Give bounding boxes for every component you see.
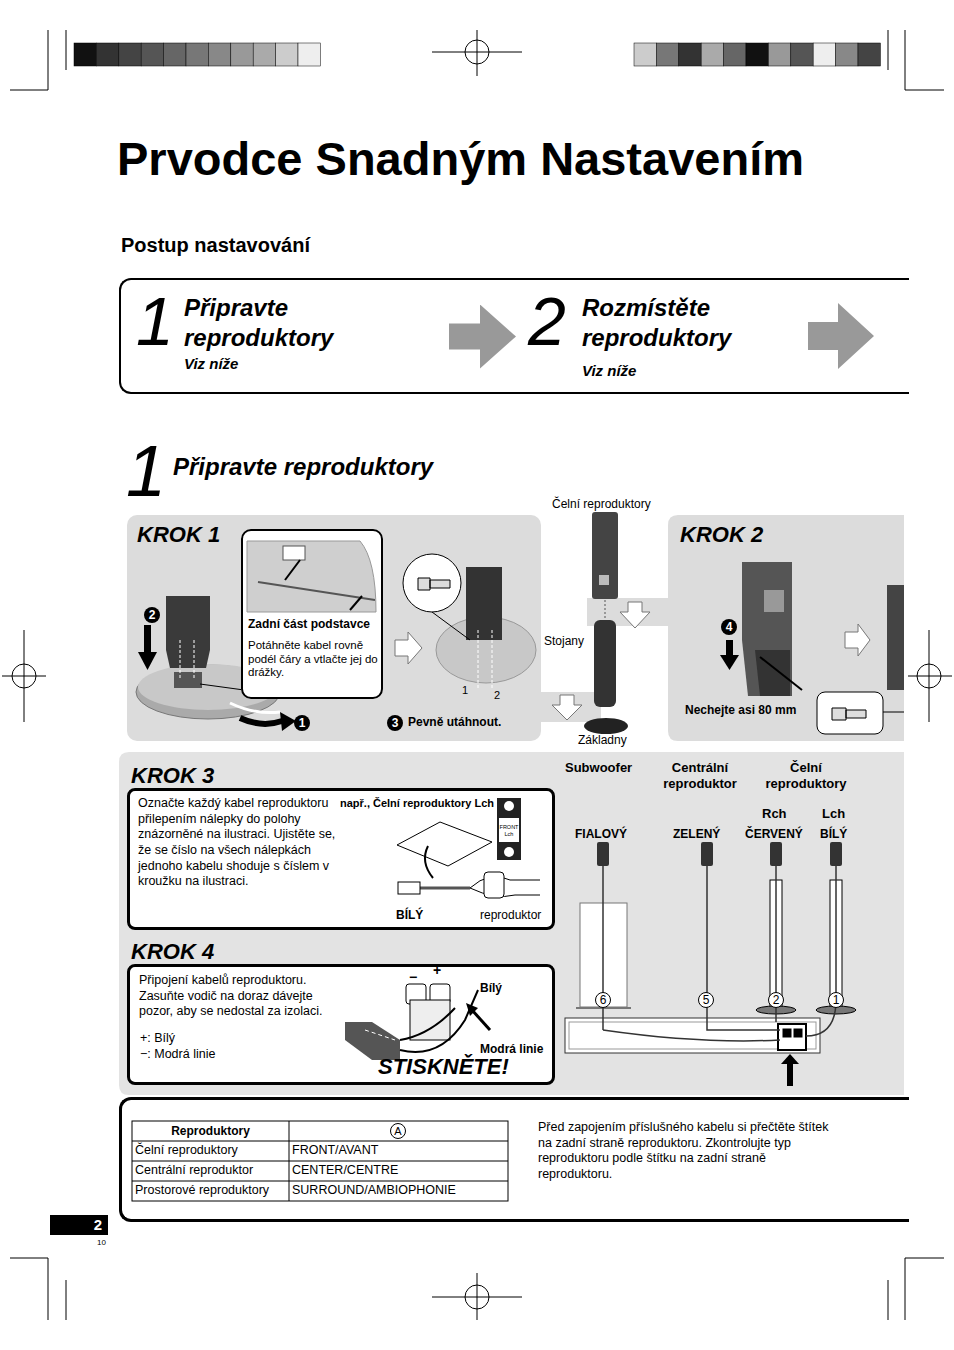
table-cell: Centrální reproduktor xyxy=(135,1163,253,1179)
callout-number: 6 xyxy=(595,992,611,1008)
step-panel: KROK 1 Zadní část podstavcePotáhněte kabe… xyxy=(127,515,541,741)
panel-fill xyxy=(119,752,904,1095)
node-heading: 1 xyxy=(136,279,174,364)
table-cell: Čelní reproduktory xyxy=(135,1143,238,1159)
label-text: Lch xyxy=(822,806,845,822)
label-text: FRONT Lch xyxy=(499,824,519,838)
crop-marks xyxy=(2,30,952,1320)
node-heading: KROK 2 xyxy=(680,521,763,549)
node-heading: Zadní část podstavce xyxy=(248,617,370,632)
node-heading: Postup nastavování xyxy=(121,233,310,258)
panel-fill xyxy=(127,788,555,930)
table-cell: Prostorové reproduktory xyxy=(135,1183,269,1199)
label-text: 10 xyxy=(97,1238,106,1248)
label-text: 2 xyxy=(50,1216,104,1235)
label-text: Bílý xyxy=(480,981,502,996)
label-text: 1 xyxy=(462,684,468,698)
node-text: +: Bílý xyxy=(140,1031,175,1047)
label-text: Připravte reproduktory xyxy=(173,452,433,482)
label-text: ČERVENÝ xyxy=(745,827,803,842)
node-heading: 2 xyxy=(528,279,566,364)
callout-number: 2 xyxy=(768,992,784,1008)
node-heading: KROK 1 xyxy=(137,521,220,549)
terminal-illustration xyxy=(345,984,490,1060)
flow-arrow xyxy=(808,303,874,369)
label-text: Subwoofer xyxy=(565,760,632,776)
callout-number: 1 xyxy=(294,715,310,731)
node-text: Viz níže xyxy=(184,355,238,374)
speaker-system xyxy=(565,842,856,1086)
sticker-illustration xyxy=(397,798,540,898)
label-text: Základny xyxy=(578,733,627,748)
node-text: STISKNĚTE! xyxy=(378,1053,509,1081)
flow-arrow xyxy=(449,324,486,350)
page-number-bar xyxy=(50,1215,108,1235)
label-text: 2 xyxy=(494,689,500,703)
label-text: Nechejte asi 80 mm xyxy=(685,703,796,718)
label-text: Centrální reproduktor xyxy=(652,760,748,793)
step-box: 1Připravte reproduktoryViz níže xyxy=(132,285,447,390)
panel-fill xyxy=(127,515,541,741)
label-text: reproduktor xyxy=(480,908,541,923)
note-box: Před zapojením příslušného kabelu si pře… xyxy=(119,1097,909,1222)
step-box: 2Rozmístěte reproduktoryViz níže xyxy=(520,285,805,390)
table-cell: CENTER/CENTRE xyxy=(292,1163,398,1179)
front-speaker-exploded xyxy=(541,512,668,734)
detail-callout: Zadní část podstavcePotáhněte kabel rovn… xyxy=(241,529,383,699)
table-grid xyxy=(132,1121,508,1201)
callout-number: 5 xyxy=(698,992,714,1008)
label-text: − xyxy=(409,969,417,987)
node-text: Označte každý kabel reproduktoru přilepe… xyxy=(138,796,338,890)
callout-number: 2 xyxy=(144,607,160,623)
panel-fill xyxy=(127,964,555,1083)
label-text: FIALOVÝ xyxy=(575,827,627,842)
label-text: Pevně utáhnout. xyxy=(408,715,501,730)
label-text: Stojany xyxy=(544,634,584,649)
callout-number: 1 xyxy=(828,992,844,1008)
table-cell: FRONT/AVANT xyxy=(292,1143,378,1159)
label-text: BÍLÝ xyxy=(396,908,423,923)
node-heading: KROK 3 xyxy=(131,762,214,790)
panel-fill xyxy=(668,515,904,741)
label-text: ZELENÝ xyxy=(673,827,720,842)
label-text: Modrá linie xyxy=(480,1042,543,1057)
flow-box: Postup nastavování1Připravte reproduktor… xyxy=(119,278,909,394)
node-text: Viz níže xyxy=(582,362,636,381)
node-text: Připojení kabelů reproduktoru. Zasuňte v… xyxy=(139,973,339,1020)
node-text: −: Modrá linie xyxy=(140,1047,215,1063)
label-text: Čelní reproduktory xyxy=(758,760,854,793)
label-text: BÍLÝ xyxy=(820,827,847,842)
table-cell: Reproduktory xyxy=(132,1124,289,1139)
page-title: Prvodce Snadným Nastavením xyxy=(117,133,804,185)
label-text: Čelní reproduktory xyxy=(552,497,651,512)
stand-illustration xyxy=(136,529,536,731)
node-heading: KROK 4 xyxy=(131,938,214,966)
label-text: 1 xyxy=(126,426,166,516)
callout-number: A xyxy=(390,1123,406,1139)
callout-number: 4 xyxy=(721,619,737,635)
callout-number: 3 xyxy=(387,715,403,731)
node-text: Potáhněte kabel rovně podél čáry a vtlač… xyxy=(248,639,382,680)
label-text: např., Čelní reproduktory Lch xyxy=(340,797,494,811)
table-cell: SURROUND/AMBIOPHONIE xyxy=(292,1183,456,1199)
node-text: Rozmístěte reproduktory xyxy=(582,293,802,353)
label-text: Rch xyxy=(762,806,787,822)
node-heading: Před zapojením příslušného kabelu si pře… xyxy=(538,1120,838,1183)
node-text: Připravte reproduktory xyxy=(184,293,404,353)
label-text: + xyxy=(433,962,441,980)
